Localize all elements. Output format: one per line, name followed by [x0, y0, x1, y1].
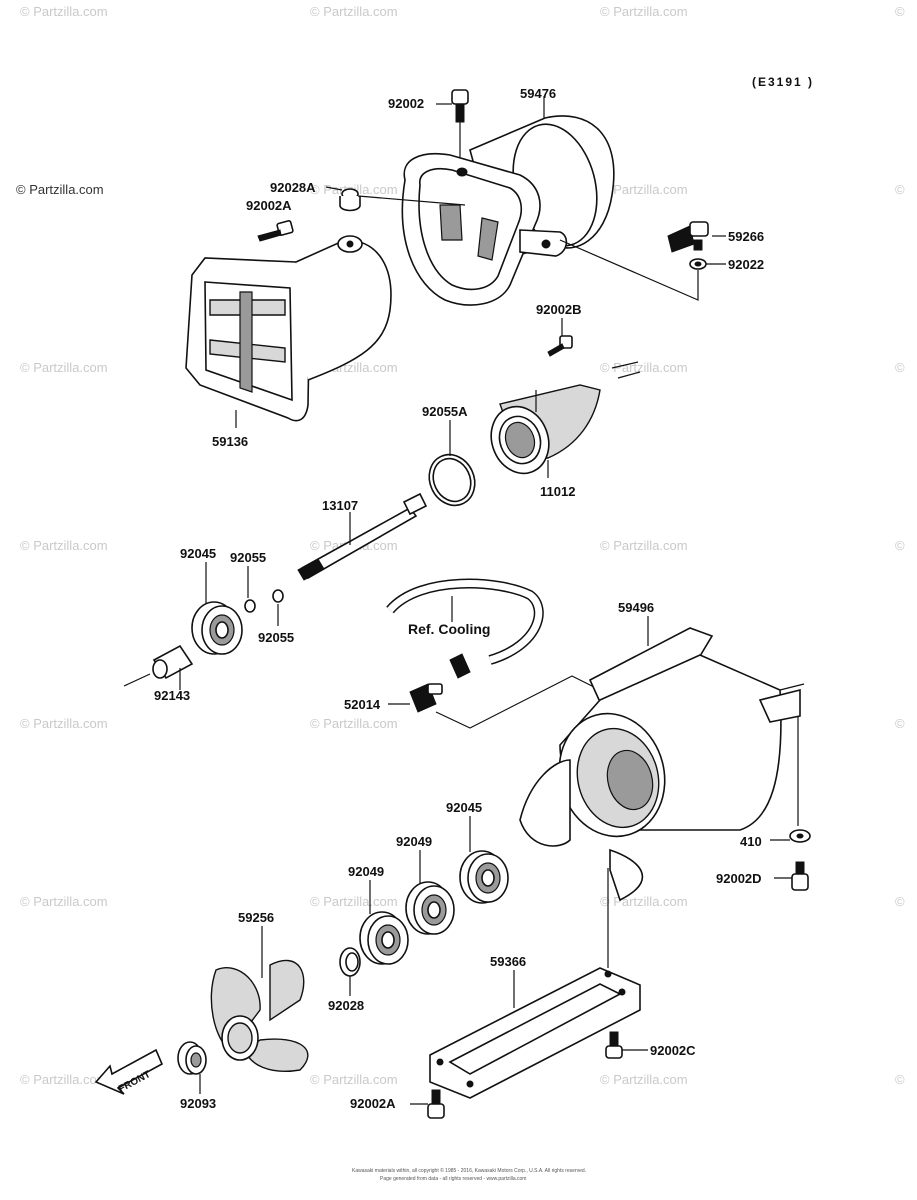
- label-92049[interactable]: 92049: [348, 864, 384, 879]
- label-52014[interactable]: 52014: [344, 697, 381, 712]
- part-59266-fitting[interactable]: [667, 221, 709, 253]
- watermark: © Partzilla.com: [20, 716, 108, 731]
- part-92055-washer-b[interactable]: [272, 589, 284, 603]
- diagram-code: (E3191 ): [752, 75, 814, 89]
- watermark: © Partzilla.com: [600, 360, 688, 375]
- part-92143-collar[interactable]: [152, 644, 194, 680]
- copyright-line: Page generated from data - all rights re…: [380, 1176, 526, 1182]
- part-92045-bearing-lower[interactable]: [459, 850, 509, 904]
- label-92055A[interactable]: 92055A: [422, 404, 468, 419]
- watermark: © Partzilla.com: [20, 1072, 108, 1087]
- watermark: © Partzilla.com: [20, 538, 108, 553]
- part-92028-collar[interactable]: [339, 947, 361, 977]
- watermark: ©: [895, 538, 905, 553]
- label-59136[interactable]: 59136: [212, 434, 248, 449]
- leader-line: [559, 239, 699, 301]
- part-59366-plate[interactable]: [429, 967, 641, 1099]
- leader-line: [123, 673, 151, 687]
- part-92049-bearing-a[interactable]: [405, 881, 455, 935]
- label-13107[interactable]: 13107: [322, 498, 358, 513]
- label-92045[interactable]: 92045: [180, 546, 216, 561]
- part-59136-housing[interactable]: [185, 235, 392, 422]
- label-92002B[interactable]: 92002B: [536, 302, 582, 317]
- leader-line: [357, 195, 466, 206]
- watermark: © Partzilla.com: [310, 716, 398, 731]
- part-92002-bolt[interactable]: [451, 89, 469, 123]
- label-92049[interactable]: 92049: [396, 834, 432, 849]
- watermark: © Partzilla.com: [600, 538, 688, 553]
- label-92143[interactable]: 92143: [154, 688, 190, 703]
- part-13107-shaft[interactable]: [297, 492, 428, 581]
- watermark: ©: [895, 360, 905, 375]
- part-92093-bushing[interactable]: [177, 1041, 207, 1075]
- copyright-line: Kawasaki materials within, all copyright…: [352, 1167, 586, 1174]
- part-59496-pump-case[interactable]: [519, 627, 801, 902]
- label-92002[interactable]: 92002: [388, 96, 424, 111]
- part-59256-impeller[interactable]: [210, 959, 309, 1072]
- front-arrow-icon: FRONT: [94, 1048, 164, 1095]
- label-11012[interactable]: 11012: [540, 484, 575, 499]
- watermark: © Partzilla.com: [310, 1072, 398, 1087]
- leader-line: [325, 186, 343, 191]
- watermark: © Partzilla.com: [20, 4, 108, 19]
- label-92055[interactable]: 92055: [258, 630, 294, 645]
- label-59496[interactable]: 59496: [618, 600, 654, 615]
- label-59256[interactable]: 59256: [238, 910, 274, 925]
- part-92022-washer[interactable]: [689, 258, 707, 270]
- leader-line: [611, 361, 641, 379]
- part-92002B-bolt[interactable]: [547, 335, 573, 357]
- watermark: © Partzilla.com: [20, 894, 108, 909]
- part-92002C-bolt[interactable]: [605, 1031, 623, 1059]
- label-92002A[interactable]: 92002A: [246, 198, 292, 213]
- leader-line: [779, 683, 805, 691]
- part-92055-washer-a[interactable]: [244, 599, 256, 613]
- watermark: ©: [895, 716, 905, 731]
- watermark: © Partzilla.com: [600, 182, 688, 197]
- label-92022[interactable]: 92022: [728, 257, 764, 272]
- watermark: ©: [895, 182, 905, 197]
- watermark-dark: © Partzilla.com: [16, 182, 104, 197]
- label-92002C[interactable]: 92002C: [650, 1043, 696, 1058]
- watermark: © Partzilla.com: [600, 1072, 688, 1087]
- part-92002A-bolt[interactable]: [257, 220, 294, 242]
- label-92028[interactable]: 92028: [328, 998, 364, 1013]
- label-92055[interactable]: 92055: [230, 550, 266, 565]
- watermark: ©: [895, 4, 905, 19]
- watermark: ©: [895, 1072, 905, 1087]
- leader-line: [435, 675, 601, 729]
- part-cooling-hose: [386, 578, 544, 679]
- part-labels: 92002 59476 92028A 92002A 59266 92022 92…: [154, 86, 764, 1111]
- part-92028A-collar[interactable]: [339, 188, 361, 212]
- part-92049-bearing-b[interactable]: [359, 911, 409, 965]
- label-59476[interactable]: 59476: [520, 86, 556, 101]
- label-92002D[interactable]: 92002D: [716, 871, 762, 886]
- part-92055A-o-ring[interactable]: [421, 447, 483, 513]
- watermark: ©: [895, 894, 905, 909]
- part-92002A-bolt-lower[interactable]: [427, 1089, 445, 1119]
- label-92028A[interactable]: 92028A: [270, 180, 316, 195]
- part-52014-fitting[interactable]: [409, 683, 443, 713]
- label-92093[interactable]: 92093: [180, 1096, 216, 1111]
- part-59476-housing[interactable]: [401, 115, 615, 306]
- watermark: © Partzilla.com: [600, 4, 688, 19]
- label-410[interactable]: 410: [740, 834, 762, 849]
- label-92002A[interactable]: 92002A: [350, 1096, 396, 1111]
- label-59366[interactable]: 59366: [490, 954, 526, 969]
- label-ref-cooling[interactable]: Ref. Cooling: [408, 621, 490, 637]
- watermark: © Partzilla.com: [310, 4, 398, 19]
- part-410-washer[interactable]: [789, 829, 811, 843]
- watermark: © Partzilla.com: [310, 894, 398, 909]
- watermark: © Partzilla.com: [20, 360, 108, 375]
- label-92045[interactable]: 92045: [446, 800, 482, 815]
- part-92045-bearing-upper[interactable]: [191, 601, 243, 655]
- label-59266[interactable]: 59266: [728, 229, 764, 244]
- part-11012-nozzle[interactable]: [482, 384, 601, 482]
- watermark: © Partzilla.com: [600, 894, 688, 909]
- part-92002D-bolt[interactable]: [791, 861, 809, 891]
